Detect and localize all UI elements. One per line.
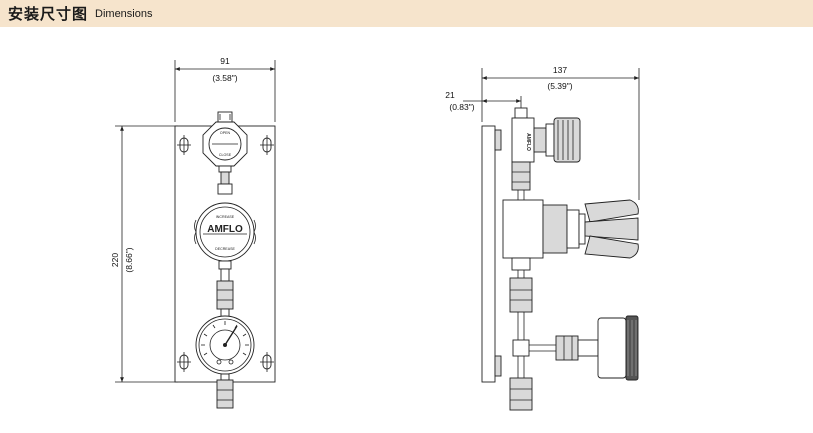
title-english: Dimensions (95, 7, 153, 20)
offset-inch-label: (0.83") (449, 102, 474, 112)
side-view: 137 (5.39") 21 (0.83") AMFLO (445, 65, 640, 411)
mounting-hole-icons (177, 135, 274, 372)
side-mounting-plate (481, 125, 496, 383)
height-mm-label: 220 (110, 253, 120, 267)
side-valve-logo: AMFLO (525, 133, 531, 151)
valve-stem (220, 171, 230, 185)
svg-text:OPEN: OPEN (220, 131, 231, 135)
height-inch-label: (8.66") (124, 247, 134, 272)
width-inch-label: (3.58") (212, 73, 237, 83)
svg-text:CLOSE: CLOSE (219, 153, 232, 157)
regulator-body (502, 199, 544, 259)
regulator-knob-side (584, 199, 639, 259)
knob-decrease-text: DECREASE (215, 247, 235, 251)
bottom-fitting (216, 379, 234, 409)
gauge-side (597, 317, 627, 379)
overall-inch-label: (5.39") (547, 81, 572, 91)
front-view: 91 (3.58") 220 (8.66") OPEN CLOSE (110, 56, 276, 409)
side-valve-handle (553, 117, 581, 163)
offset-mm-label: 21 (445, 90, 455, 100)
gauge-needle (224, 325, 238, 346)
title-chinese: 安装尺寸图 (8, 6, 89, 23)
width-mm-label: 91 (220, 56, 230, 66)
pressure-gauge (195, 315, 255, 375)
knob-increase-text: INCREASE (216, 215, 235, 219)
regulator-knob: INCREASE DECREASE AMFLO (194, 202, 256, 262)
regulator-logo: AMFLO (207, 224, 243, 235)
middle-fitting (216, 280, 234, 310)
page-header: 安装尺寸图 Dimensions (0, 0, 813, 27)
overall-mm-label: 137 (553, 65, 567, 75)
